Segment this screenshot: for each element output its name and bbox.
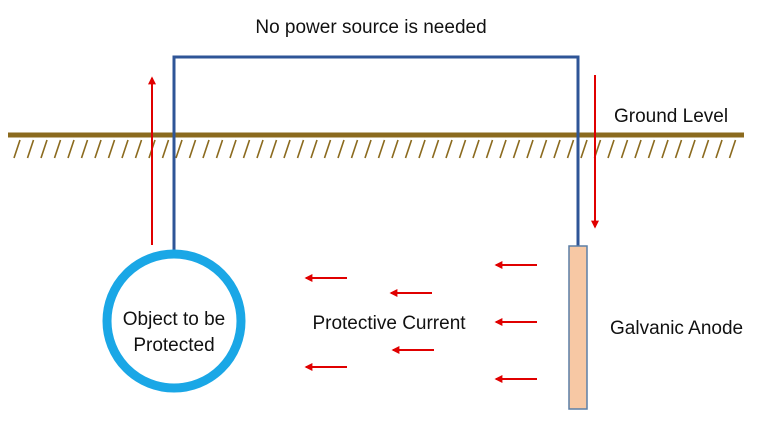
diagram-title: No power source is needed	[255, 17, 486, 38]
ground-hatch-icon	[13, 139, 737, 159]
ground-level-label: Ground Level	[614, 106, 728, 127]
ground-hatch-mark	[94, 139, 102, 159]
protective-current-label: Protective Current	[312, 313, 466, 334]
ground-hatch-mark	[566, 139, 575, 159]
ground-hatch-mark	[485, 139, 494, 159]
ground-hatch-mark	[701, 139, 710, 159]
ground-hatch-mark	[26, 139, 35, 159]
ground-hatch-mark	[553, 139, 561, 159]
ground-hatch-mark	[499, 139, 507, 159]
ground-hatch-mark	[607, 139, 615, 159]
ground-hatch-mark	[134, 139, 143, 159]
ground-hatch-mark	[283, 139, 291, 159]
ground-hatch-mark	[296, 139, 305, 159]
protective-current-arrows	[304, 261, 537, 383]
ground-hatch-mark	[418, 139, 426, 159]
ground-hatch-mark	[13, 139, 21, 159]
ground-hatch-mark	[242, 139, 251, 159]
protected-object-ring	[102, 249, 246, 393]
ground-hatch-mark	[688, 139, 696, 159]
ground-hatch-mark	[431, 139, 440, 159]
ground-hatch-mark	[80, 139, 89, 159]
ground-hatch-mark	[53, 139, 62, 159]
ground-hatch-mark	[202, 139, 210, 159]
ground-hatch-mark	[526, 139, 534, 159]
ground-hatch-mark	[634, 139, 642, 159]
ground-hatch-mark	[580, 139, 588, 159]
ground-hatch-mark	[40, 139, 48, 159]
ground-hatch-mark	[337, 139, 345, 159]
ground-hatch-mark	[364, 139, 372, 159]
object-label-line2: Protected	[133, 335, 214, 356]
ground-hatch-mark	[404, 139, 413, 159]
ground-hatch-mark	[620, 139, 629, 159]
ground-hatch-mark	[674, 139, 683, 159]
ground-hatch-mark	[512, 139, 521, 159]
ground-hatch-mark	[458, 139, 467, 159]
ground-hatch-mark	[121, 139, 129, 159]
ground-hatch-mark	[715, 139, 723, 159]
ground-hatch-mark	[472, 139, 480, 159]
ground-hatch-mark	[175, 139, 183, 159]
connecting-wire	[172, 55, 580, 252]
ground-hatch-mark	[323, 139, 332, 159]
ground	[8, 132, 744, 159]
ground-hatch-mark	[445, 139, 453, 159]
ground-hatch-mark	[647, 139, 656, 159]
ground-hatch-mark	[310, 139, 318, 159]
galvanic-anode	[568, 245, 588, 410]
ground-hatch-mark	[188, 139, 197, 159]
ground-hatch-mark	[661, 139, 669, 159]
ground-hatch-mark	[215, 139, 224, 159]
ground-hatch-mark	[350, 139, 359, 159]
ground-hatch-mark	[161, 139, 170, 159]
ground-hatch-mark	[391, 139, 399, 159]
ground-hatch-mark	[256, 139, 264, 159]
ground-hatch-mark	[539, 139, 548, 159]
ground-hatch-mark	[377, 139, 386, 159]
object-label-line1: Object to be	[123, 309, 225, 330]
ground-hatch-mark	[728, 139, 737, 159]
galvanic-anode-label: Galvanic Anode	[610, 318, 743, 339]
ground-hatch-mark	[269, 139, 278, 159]
ground-hatch-mark	[67, 139, 75, 159]
ground-hatch-mark	[229, 139, 237, 159]
ground-hatch-mark	[107, 139, 116, 159]
